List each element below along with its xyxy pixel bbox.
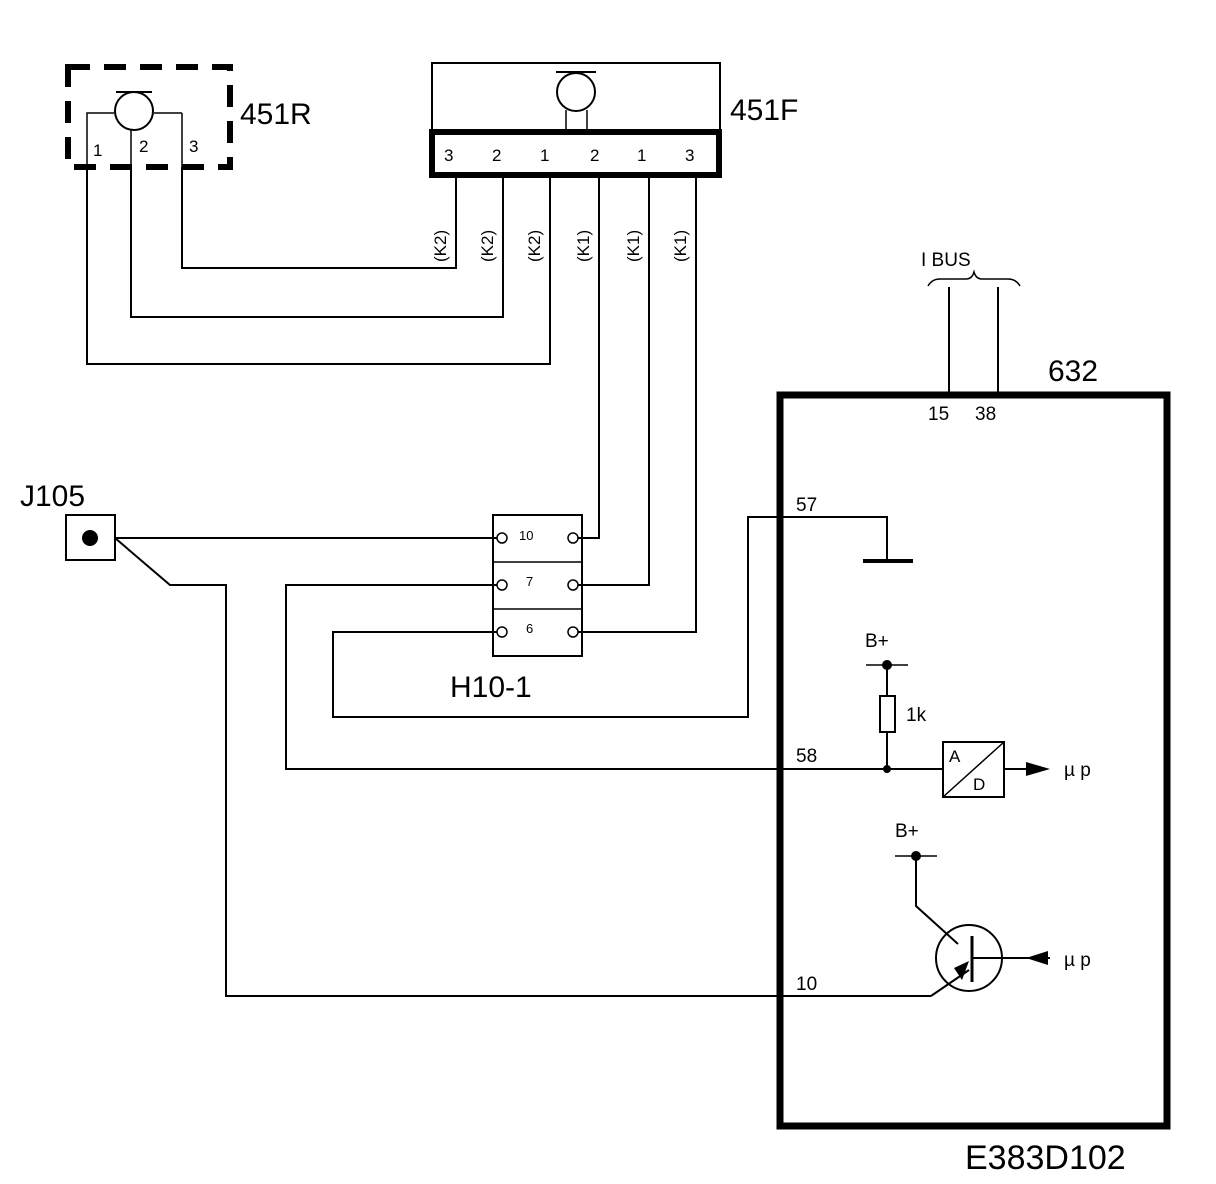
arrow-right-icon (1026, 762, 1050, 776)
mcu-label: µ p (1064, 950, 1091, 971)
wire-tags: (K2) (K2) (K2) (K1) (K1) (K1) (431, 230, 690, 262)
sensor-451r: 1 2 3 451R (65, 64, 312, 170)
bus-label: I BUS (921, 250, 971, 271)
adc-d-label: D (973, 775, 985, 794)
resistor-icon (879, 695, 896, 733)
sensor-451r-pin-3: 3 (189, 137, 198, 156)
jack-j105: J105 (20, 480, 116, 561)
sensor-451f-label: 451F (730, 94, 798, 127)
transistor-icon (930, 924, 1030, 997)
jack-terminal-icon (82, 530, 98, 546)
sensor-451r-pin-2: 2 (139, 137, 148, 156)
pin-15: 15 (928, 404, 949, 425)
supply-b-plus: B+ (895, 821, 919, 842)
arrow-left-icon (1026, 951, 1048, 965)
pin-58: 58 (796, 746, 817, 767)
wire-tag: (K2) (431, 230, 450, 262)
sensor-451r-label: 451R (240, 98, 312, 131)
adc-a-label: A (949, 747, 961, 766)
sensor-451r-pin-1: 1 (93, 141, 102, 160)
sensor-wires (86, 167, 697, 633)
sensor-451f-pin: 2 (492, 146, 501, 165)
mcu-label: µ p (1064, 760, 1091, 781)
sensor-451f-pin: 2 (590, 146, 599, 165)
sensor-451f-pin: 1 (637, 146, 646, 165)
wire-tag: (K1) (624, 230, 643, 262)
pin-38: 38 (975, 404, 996, 425)
connector-h10-1-label: H10-1 (450, 671, 532, 704)
pin-57: 57 (796, 495, 817, 516)
sensor-451f: 3 2 1 2 1 3 451F (429, 62, 798, 178)
connector-h10-1: 10 7 6 H10-1 (450, 514, 583, 704)
wire-tag: (K2) (478, 230, 497, 262)
harness-wires (114, 516, 780, 997)
sensor-451f-pin: 3 (444, 146, 453, 165)
resistor-value: 1k (906, 705, 927, 726)
connector-pin-10: 10 (519, 528, 533, 543)
bus-brace-icon (927, 269, 1021, 287)
wire-tag: (K1) (671, 230, 690, 262)
sensor-451f-element-icon (556, 72, 596, 112)
sensor-451r-element-icon (114, 91, 154, 131)
wire-tag: (K1) (574, 230, 593, 262)
control-unit-label: 632 (1048, 355, 1098, 388)
sensor-451f-pin: 3 (685, 146, 694, 165)
connector-pin-7: 7 (526, 574, 533, 589)
pin-10: 10 (796, 974, 817, 995)
wire-tag: (K2) (525, 230, 544, 262)
drawing-code: E383D102 (965, 1139, 1126, 1177)
supply-b-plus: B+ (865, 631, 889, 652)
jack-j105-label: J105 (20, 480, 85, 513)
sensor-451f-pin: 1 (540, 146, 549, 165)
control-unit-632: 632 I BUS 15 38 57 58 B+ 1k A D µ p 10 B… (776, 250, 1171, 1130)
connector-pin-6: 6 (526, 621, 533, 636)
